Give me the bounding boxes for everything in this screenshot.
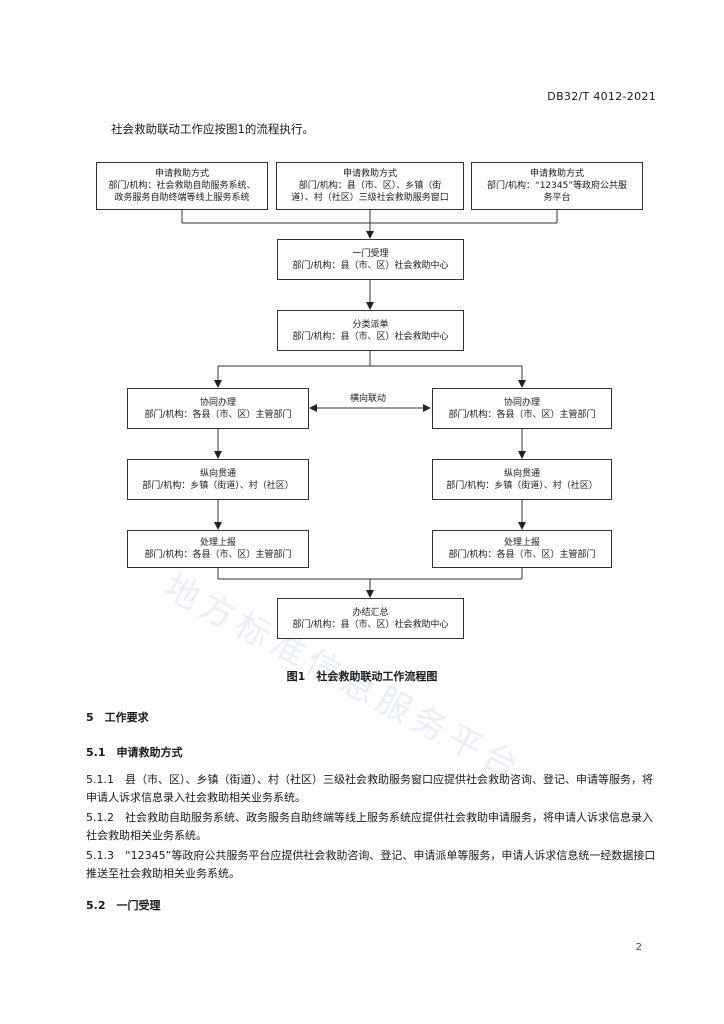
box-line: 部门/机构：社会救助自助服务系统、: [108, 181, 256, 191]
apply-method-online-box: 申请救助方式 部门/机构：社会救助自助服务系统、 政务服务自助终端等线上服务系统: [96, 162, 268, 210]
paragraph-5-1-2: 5.1.2 社会救助自助服务系统、政务服务自助终端等线上服务系统应提供社会救助申…: [86, 811, 653, 842]
report-left-box: 处理上报 部门/机构：各县（市、区）主管部门: [127, 530, 309, 568]
apply-method-hotline-box: 申请救助方式 部门/机构：“12345”等政府公共服 务平台: [471, 162, 643, 210]
box-title: 纵向贯通: [503, 468, 540, 479]
box-title: 纵向贯通: [199, 468, 236, 479]
figure-caption: 图1 社会救助联动工作流程图: [286, 670, 438, 683]
apply-method-window-box: 申请救助方式 部门/机构：县（市、区）、乡镇（街 道）、村（社区）三级社会救助服…: [276, 162, 464, 210]
box-line: 部门/机构：“12345”等政府公共服: [487, 181, 627, 191]
box-title: 一门受理: [352, 248, 389, 259]
box-line: 部门/机构：各县（市、区）主管部门: [144, 409, 292, 420]
box-title: 办结汇总: [352, 607, 389, 618]
box-title: 申请救助方式: [529, 169, 584, 179]
box-line: 部门/机构：各县（市、区）主管部门: [448, 550, 596, 560]
box-line: 政务服务自助终端等线上服务系统: [114, 193, 250, 203]
paragraph-5-1-1: 5.1.1 县（市、区）、乡镇（街道）、村（社区）三级社会救助服务窗口应提供社会…: [86, 773, 653, 804]
box-title: 申请救助方式: [342, 169, 397, 179]
box-title: 协同办理: [503, 397, 540, 408]
box-title: 处理上报: [199, 538, 236, 548]
report-right-box: 处理上报 部门/机构：各县（市、区）主管部门: [432, 530, 612, 568]
box-line: 道）、村（社区）三级社会救助服务窗口: [291, 193, 449, 203]
paragraph-5-1-3: 5.1.3 “12345”等政府公共服务平台应提供社会救助咨询、登记、申请派单等…: [86, 849, 656, 880]
vertical-right-box: 纵向贯通 部门/机构：乡镇（街道）、村（社区）: [432, 459, 612, 500]
intro-text: 社会救助联动工作应按图1的流程执行。: [111, 122, 314, 136]
box-line: 务平台: [543, 193, 571, 203]
box-line: 部门/机构：各县（市、区）主管部门: [448, 409, 596, 420]
section-heading-5-1: 5.1 申请救助方式: [86, 746, 183, 759]
dispatch-box: 分类派单 部门/机构：县（市、区）社会救助中心: [277, 310, 464, 351]
coop-left-box: 协同办理 部门/机构：各县（市、区）主管部门: [127, 388, 309, 429]
section-heading-5-2: 5.2 一门受理: [86, 899, 161, 912]
box-line: 部门/机构：各县（市、区）主管部门: [144, 550, 292, 560]
box-title: 协同办理: [199, 397, 236, 408]
box-line: 部门/机构：乡镇（街道）、村（社区）: [142, 480, 294, 491]
one-door-accept-box: 一门受理 部门/机构：县（市、区）社会救助中心: [277, 239, 464, 280]
vertical-left-box: 纵向贯通 部门/机构：乡镇（街道）、村（社区）: [127, 459, 309, 500]
page-number: 2: [635, 942, 642, 953]
box-line: 部门/机构：县（市、区）社会救助中心: [292, 260, 449, 271]
box-title: 分类派单: [352, 319, 389, 330]
summary-box: 办结汇总 部门/机构：县（市、区）社会救助中心: [277, 598, 464, 639]
box-line: 部门/机构：县（市、区）社会救助中心: [292, 619, 449, 630]
box-line: 部门/机构：乡镇（街道）、村（社区）: [446, 480, 598, 491]
section-heading-5: 5 工作要求: [86, 711, 149, 724]
flowchart-connectors: 横向联动: [181, 210, 558, 598]
box-line: 部门/机构：县（市、区）社会救助中心: [292, 331, 449, 342]
coop-right-box: 协同办理 部门/机构：各县（市、区）主管部门: [432, 388, 612, 429]
horizontal-link-label: 横向联动: [350, 392, 386, 404]
box-line: 部门/机构：县（市、区）、乡镇（街: [298, 181, 442, 191]
box-title: 申请救助方式: [154, 169, 209, 179]
document-code: DB32/T 4012-2021: [547, 90, 656, 103]
box-title: 处理上报: [503, 538, 540, 548]
